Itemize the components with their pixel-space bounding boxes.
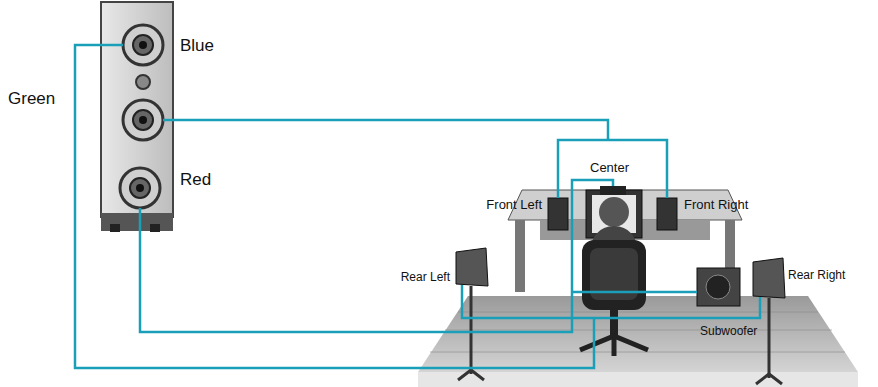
- speaker-label: Center: [590, 160, 629, 175]
- speaker-label: Rear Left: [401, 270, 450, 284]
- audio-panel: [101, 2, 173, 232]
- speaker-name: Front Right: [684, 197, 748, 212]
- rear-right-speaker: [753, 258, 785, 384]
- jack-color-label: Blue: [180, 36, 214, 56]
- speaker-name: Rear Right: [788, 268, 845, 282]
- front-right-speaker: [657, 198, 677, 230]
- speaker-label: Front Right: [684, 197, 748, 212]
- speaker-name: Subwoofer: [700, 324, 757, 338]
- speaker-wire: [75, 45, 760, 368]
- speaker-label: Front Left: [486, 197, 542, 212]
- speaker-label: Subwoofer: [700, 324, 757, 338]
- subwoofer-box: [697, 268, 740, 306]
- jack-color-label: Red: [180, 170, 211, 190]
- speaker-label: Rear Right: [788, 268, 845, 282]
- center-speaker: [600, 186, 626, 195]
- speaker-name: Front Left: [486, 197, 542, 212]
- speaker-name: Center: [590, 160, 629, 175]
- front-left-speaker: [548, 198, 568, 230]
- speaker-name: Rear Left: [401, 270, 450, 284]
- floor: [418, 296, 858, 387]
- person-in-chair: [580, 197, 648, 356]
- jack-color-label: Green: [8, 89, 55, 109]
